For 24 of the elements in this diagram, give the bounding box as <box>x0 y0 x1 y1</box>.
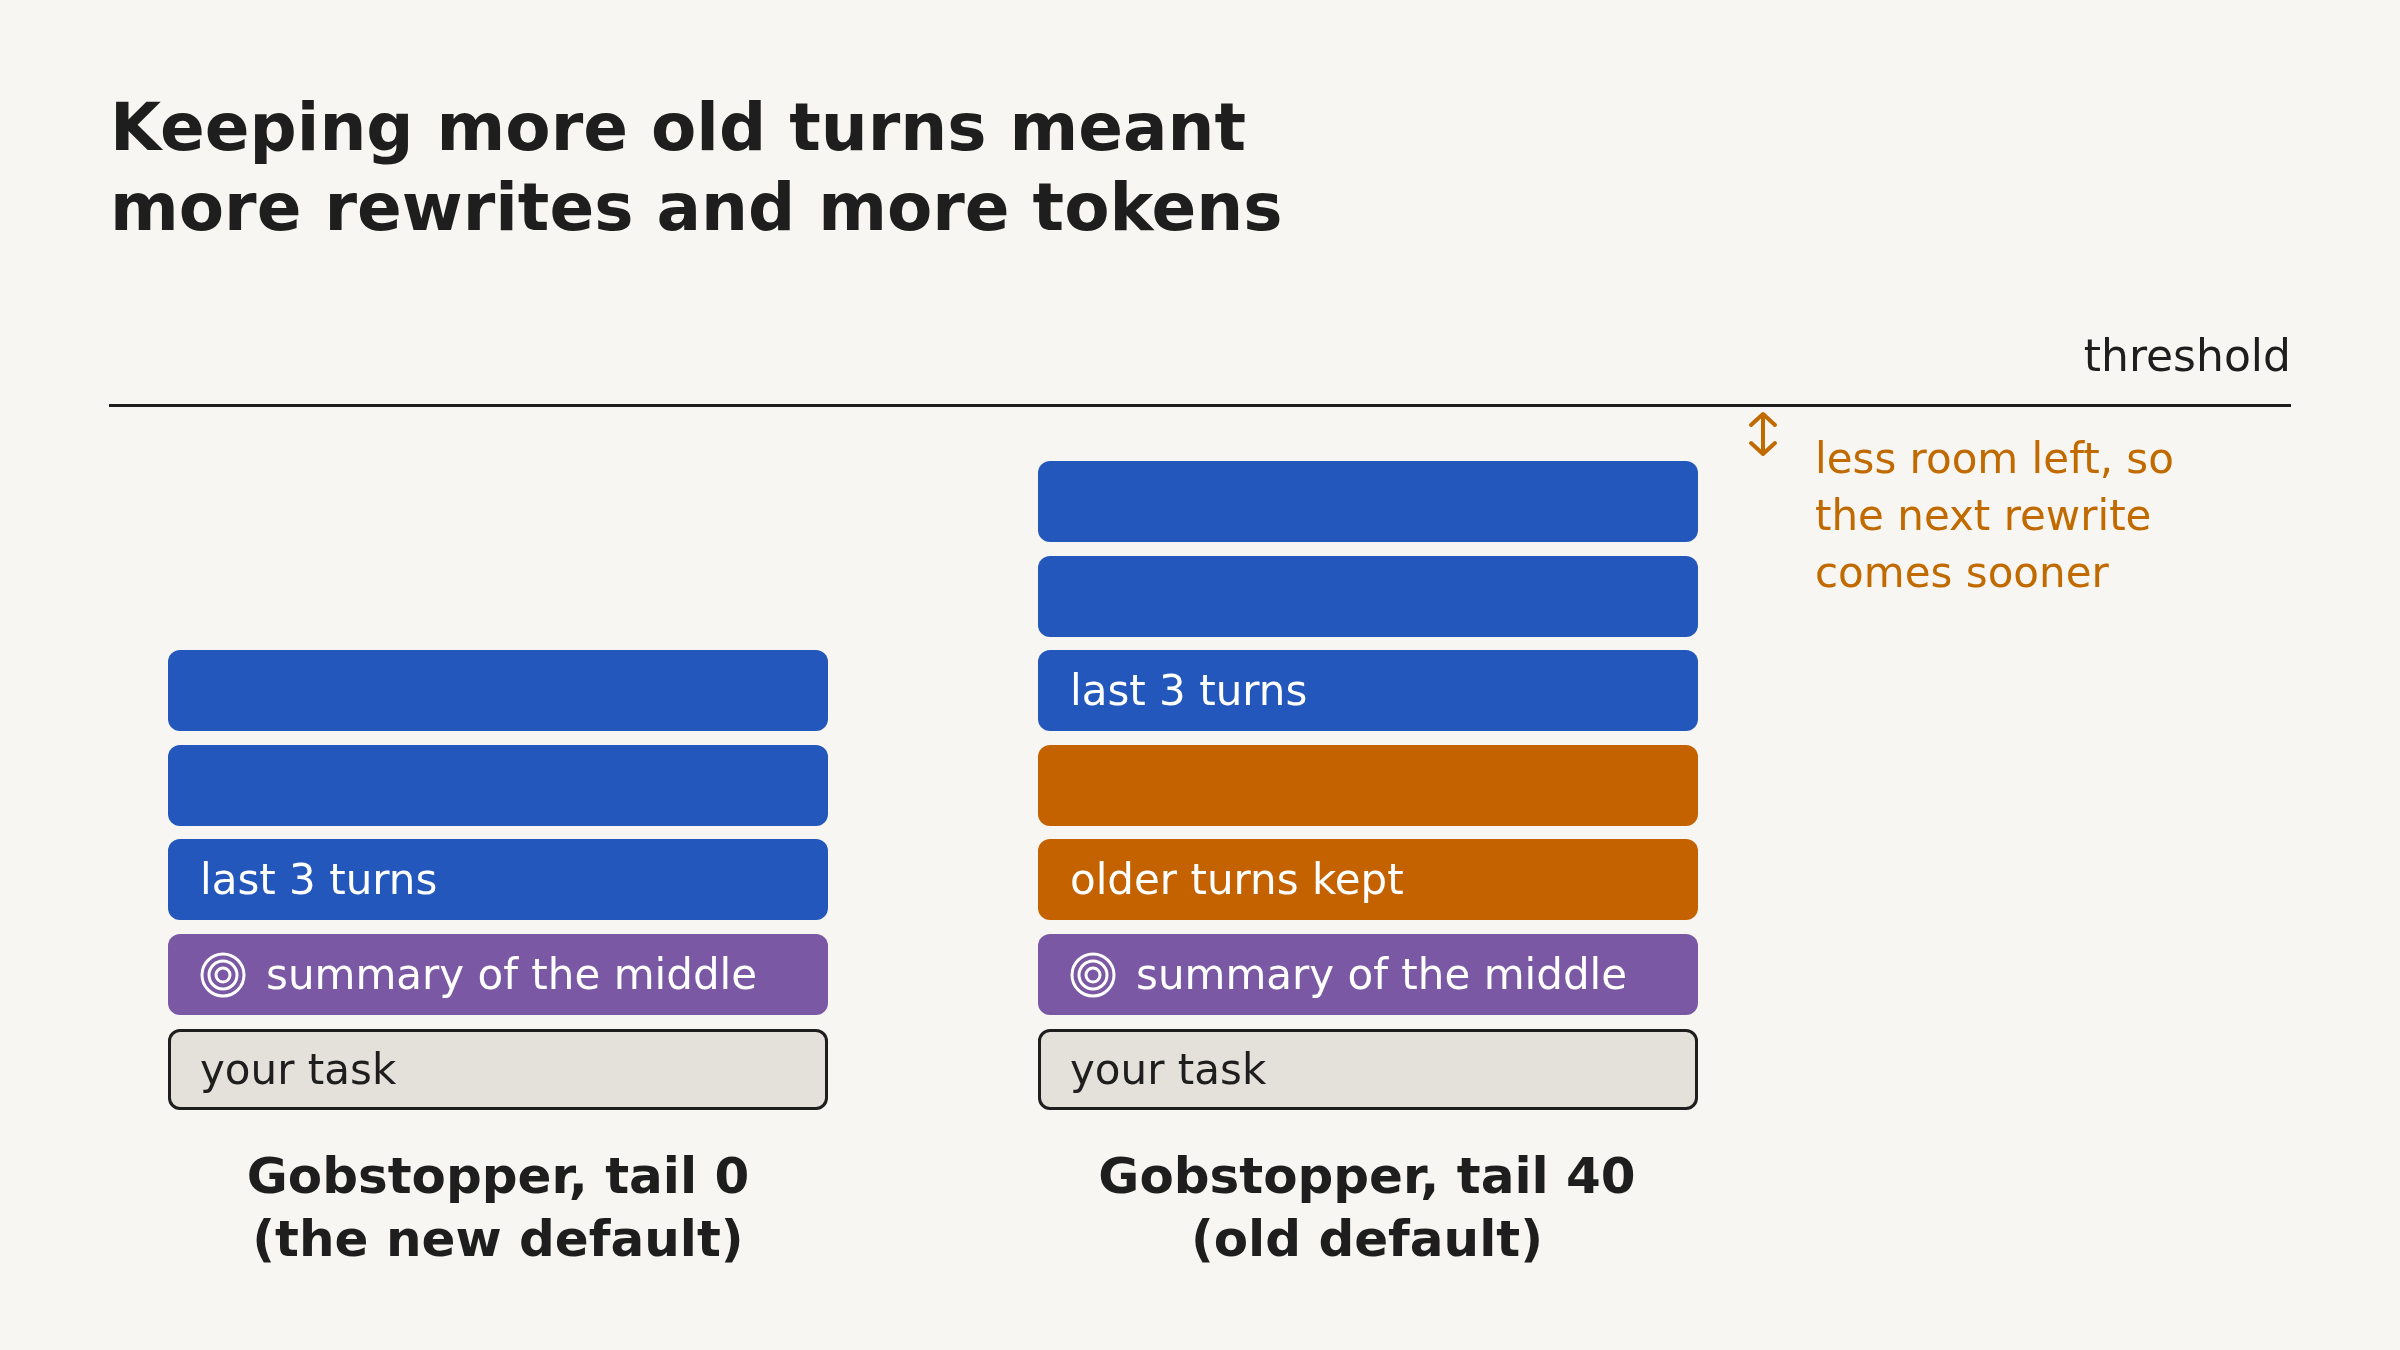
bar-label: last 3 turns <box>1070 666 1308 715</box>
column-caption: Gobstopper, tail 40 (old default) <box>1097 1146 1637 1270</box>
context-bar <box>168 650 828 731</box>
bar-label: summary of the middle <box>266 950 758 999</box>
context-bar <box>168 934 828 1015</box>
context-bar <box>168 745 828 826</box>
context-bar <box>1038 461 1698 542</box>
bar-label: summary of the middle <box>1136 950 1628 999</box>
context-bar <box>1038 934 1698 1015</box>
bar-label: older turns kept <box>1070 855 1404 904</box>
context-bar <box>1038 745 1698 826</box>
column-caption: Gobstopper, tail 0 (the new default) <box>245 1146 751 1270</box>
task-bar <box>168 1029 828 1110</box>
context-bar <box>1038 839 1698 920</box>
bar-label: last 3 turns <box>200 855 438 904</box>
context-bar <box>1038 650 1698 731</box>
threshold-label: threshold <box>2083 330 2291 381</box>
annotation-text: less room left, so the next rewrite comes sooner <box>1815 433 2175 599</box>
context-bar <box>168 839 828 920</box>
title: Keeping more old turns meant more rewrites and more tokens <box>110 88 1284 248</box>
context-bar <box>1038 556 1698 637</box>
task-bar <box>1038 1029 1698 1110</box>
bar-label: your task <box>1070 1045 1267 1094</box>
bar-label: your task <box>200 1045 397 1094</box>
